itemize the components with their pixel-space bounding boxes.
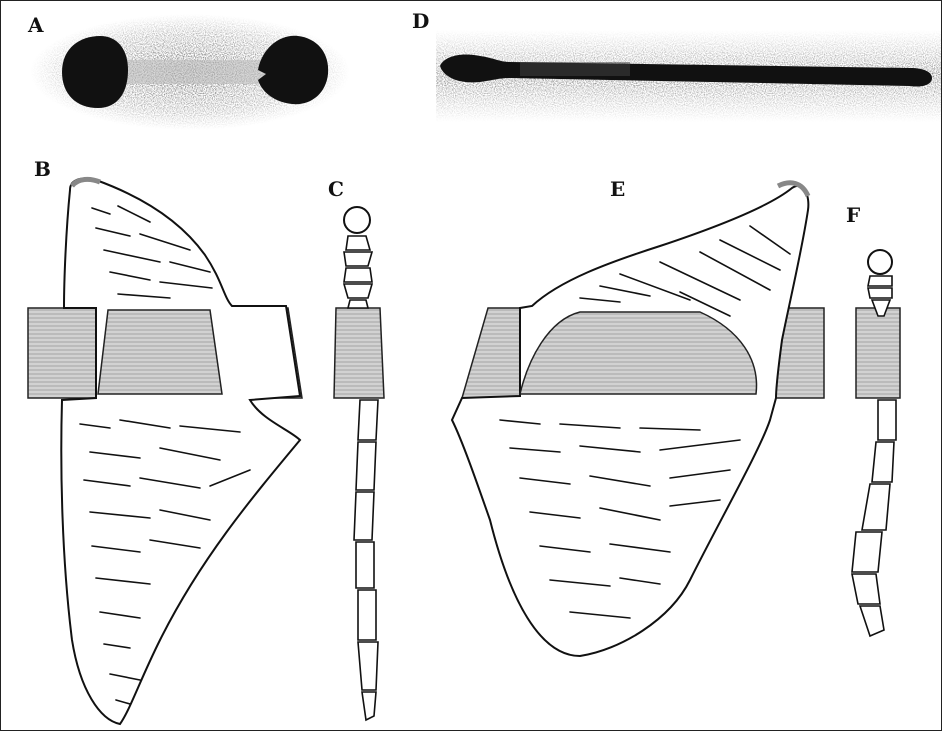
panel-d: D	[412, 9, 941, 122]
panel-d-rod-light-zone	[520, 62, 630, 76]
panel-label-b: B	[34, 157, 51, 181]
panel-c-lower-chain	[354, 400, 378, 720]
panel-c-substrate	[334, 308, 384, 398]
panel-b-inner-substrate	[98, 310, 222, 394]
panel-a: A	[27, 13, 350, 130]
panel-f-substrate	[856, 308, 900, 398]
panel-f: F	[846, 203, 900, 636]
panel-label-d: D	[412, 9, 429, 33]
panel-c: C	[328, 177, 384, 720]
panel-a-left-blob	[62, 36, 128, 108]
panel-c-apical-bulb	[344, 207, 370, 233]
panel-e: E	[452, 177, 824, 656]
panel-f-lower-chain	[852, 400, 896, 636]
panel-label-a: A	[27, 13, 44, 37]
panel-label-f: F	[846, 203, 860, 227]
panel-label-c: C	[328, 177, 344, 201]
panel-c-upper-chain	[344, 236, 372, 308]
panel-f-apical-bulb	[868, 250, 892, 274]
panel-b: B	[28, 157, 302, 724]
panel-label-e: E	[610, 177, 625, 201]
panel-a-bridge	[110, 60, 270, 84]
panel-b-cell	[61, 178, 300, 724]
